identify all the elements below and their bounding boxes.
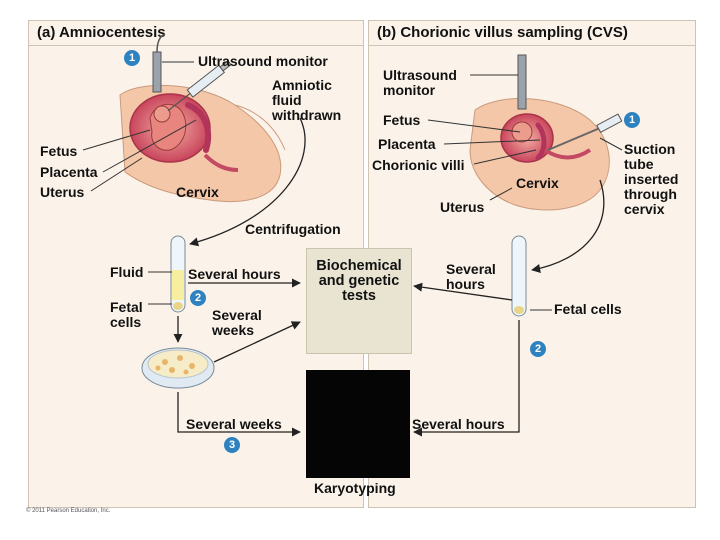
label-biochemical-tests: Biochemical and genetic tests <box>316 258 402 304</box>
label-fluid: Fluid <box>110 264 144 280</box>
label-several-hours-b-bottom: Several hours <box>412 416 505 432</box>
step-badge-b1: 1 <box>624 112 640 128</box>
arrow-hours-b <box>413 282 513 301</box>
label-karyotyping: Karyotyping <box>314 480 396 496</box>
label-placenta-a: Placenta <box>40 164 98 180</box>
cvs-illustration <box>469 54 623 211</box>
label-cervix-a: Cervix <box>176 184 219 200</box>
label-centrifugation: Centrifugation <box>245 221 341 237</box>
panel-title-amniocentesis: (a) Amniocentesis <box>29 21 363 46</box>
label-cervix-b: Cervix <box>516 175 559 191</box>
label-ultrasound-b: Ultrasound monitor <box>383 67 457 98</box>
label-chorionic-villi: Chorionic villi <box>372 157 465 173</box>
label-fetal-cells-b: Fetal cells <box>554 301 622 317</box>
test-tube-cvs <box>511 235 527 317</box>
label-several-hours-b: Several hours <box>446 261 496 292</box>
label-several-weeks-a: Several weeks <box>212 307 262 338</box>
step-badge-a2: 2 <box>190 290 206 306</box>
panel-cvs: (b) Chorionic villus sampling (CVS) <box>368 20 696 508</box>
label-amniotic-fluid: Amniotic fluid withdrawn <box>272 77 342 123</box>
test-tube-amnio <box>170 235 186 313</box>
arrow-cvs-to-tube <box>531 179 605 273</box>
label-fetus-a: Fetus <box>40 143 78 159</box>
label-placenta-b: Placenta <box>378 136 436 152</box>
petri-dish <box>141 347 215 389</box>
label-fetus-b: Fetus <box>383 112 421 128</box>
arrow-hours-b-bottom <box>413 320 520 437</box>
arrow-weeks-a <box>213 321 301 363</box>
label-several-weeks-a-bottom: Several weeks <box>186 416 282 432</box>
karyotype-image <box>306 370 410 478</box>
label-fetal-cells-a: Fetal cells <box>110 299 143 330</box>
step-badge-b2: 2 <box>530 341 546 357</box>
copyright-notice: © 2011 Pearson Education, Inc. <box>26 508 111 514</box>
step-badge-a3: 3 <box>224 437 240 453</box>
step-badge-a1: 1 <box>124 50 140 66</box>
label-ultrasound-a: Ultrasound monitor <box>198 53 328 69</box>
label-several-hours-a: Several hours <box>188 266 281 282</box>
label-uterus-b: Uterus <box>440 199 485 215</box>
panel-title-cvs: (b) Chorionic villus sampling (CVS) <box>369 21 695 46</box>
arrow-centrifugation <box>189 117 306 247</box>
arrow-weeks-a-bottom <box>177 392 301 437</box>
amniocentesis-illustration <box>119 33 286 203</box>
biochemical-tests-box: Biochemical and genetic tests <box>306 248 412 354</box>
label-suction-tube: Suction tube inserted through cervix <box>624 141 679 217</box>
label-uterus-a: Uterus <box>40 184 85 200</box>
